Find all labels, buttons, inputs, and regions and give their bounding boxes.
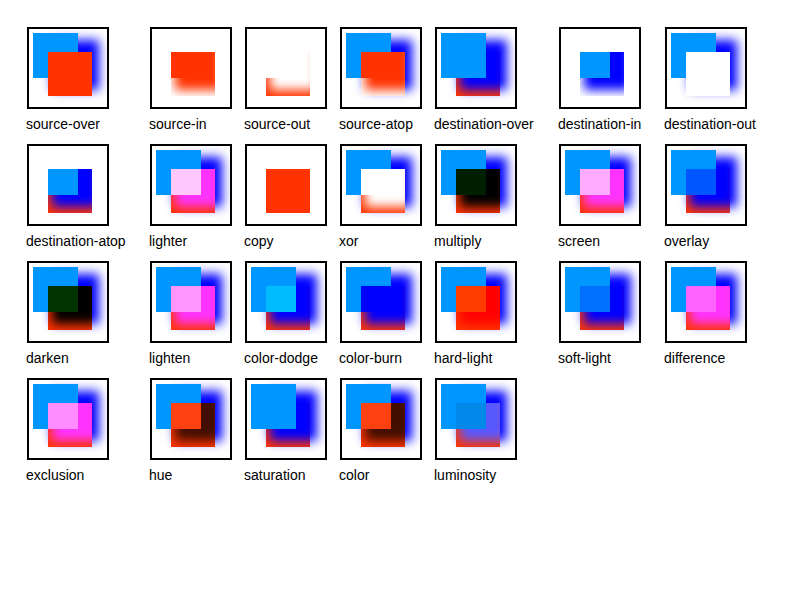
composite-illustration (667, 263, 745, 341)
operation-label: lighter (149, 233, 187, 249)
composite-illustration (152, 380, 230, 458)
composite-tile (435, 144, 517, 226)
composite-illustration (437, 380, 515, 458)
operation-label: overlay (664, 233, 709, 249)
operation-label: source-over (26, 116, 100, 132)
operation-label: exclusion (26, 467, 84, 483)
composite-illustration (29, 380, 107, 458)
composite-tile (340, 144, 422, 226)
composite-tile (340, 261, 422, 343)
operation-label: destination-in (558, 116, 641, 132)
composite-illustration (29, 263, 107, 341)
composite-illustration (561, 29, 639, 107)
operation-label: screen (558, 233, 600, 249)
composite-illustration (342, 146, 420, 224)
composite-illustration (437, 146, 515, 224)
composite-illustration (152, 29, 230, 107)
operation-label: multiply (434, 233, 481, 249)
composite-tile (665, 27, 747, 109)
composite-illustration (29, 29, 107, 107)
operation-label: darken (26, 350, 69, 366)
composite-illustration (437, 263, 515, 341)
composite-tile (150, 378, 232, 460)
operation-label: destination-over (434, 116, 534, 132)
composite-illustration (342, 263, 420, 341)
operation-label: color-burn (339, 350, 402, 366)
operation-label: destination-atop (26, 233, 126, 249)
composite-tile (559, 261, 641, 343)
operation-label: copy (244, 233, 274, 249)
operation-label: hue (149, 467, 172, 483)
composite-illustration (342, 29, 420, 107)
operation-label: difference (664, 350, 725, 366)
operation-label: source-in (149, 116, 207, 132)
composite-tile (435, 27, 517, 109)
operation-label: color (339, 467, 369, 483)
operation-label: lighten (149, 350, 190, 366)
operation-label: xor (339, 233, 358, 249)
composite-tile (27, 378, 109, 460)
operation-label: source-out (244, 116, 310, 132)
operation-label: saturation (244, 467, 305, 483)
operation-label: hard-light (434, 350, 492, 366)
composite-tile (27, 261, 109, 343)
composite-illustration (561, 263, 639, 341)
composite-illustration (247, 263, 325, 341)
composite-tile (150, 144, 232, 226)
composite-illustration (247, 29, 325, 107)
composite-tile (150, 261, 232, 343)
composite-tile (665, 144, 747, 226)
composite-illustration (667, 146, 745, 224)
composite-tile (340, 27, 422, 109)
composite-tile (435, 378, 517, 460)
composite-tile (340, 378, 422, 460)
composite-illustration (29, 146, 107, 224)
composite-illustration (152, 263, 230, 341)
composite-tile (27, 27, 109, 109)
composite-illustration (342, 380, 420, 458)
composite-illustration (437, 29, 515, 107)
composite-tile (150, 27, 232, 109)
composite-tile (245, 378, 327, 460)
operation-label: luminosity (434, 467, 496, 483)
composite-illustration (561, 146, 639, 224)
composite-tile (559, 27, 641, 109)
composite-tile (559, 144, 641, 226)
composite-tile (245, 261, 327, 343)
composite-illustration (247, 380, 325, 458)
composite-tile (27, 144, 109, 226)
operation-label: color-dodge (244, 350, 318, 366)
operation-label: source-atop (339, 116, 413, 132)
composite-illustration (667, 29, 745, 107)
composite-illustration (152, 146, 230, 224)
composite-tile (665, 261, 747, 343)
operation-label: soft-light (558, 350, 611, 366)
composite-tile (245, 27, 327, 109)
composite-tile (435, 261, 517, 343)
operation-label: destination-out (664, 116, 756, 132)
composite-tile (245, 144, 327, 226)
composite-illustration (247, 146, 325, 224)
